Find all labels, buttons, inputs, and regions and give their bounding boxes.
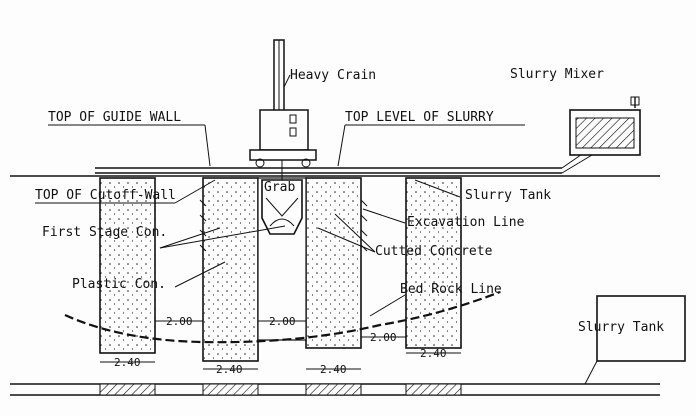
dimension-label: 2.40 [216,363,243,376]
bed-rock-line [64,290,501,344]
slurry-tank-upper-label: Slurry Tank [465,188,551,203]
panel-3 [305,177,362,349]
bottom-reference [10,383,660,396]
leader-lines [35,74,525,317]
plastic-con-label: Plastic Con. [72,277,166,292]
dimension-label: 2.00 [269,315,296,328]
cutted-concrete-label: Cutted Concrete [375,244,493,259]
excavation-hatch [199,199,368,252]
grab-label: Grab [264,180,295,195]
dimension-label: 2.40 [320,363,347,376]
dimension-lines [100,320,461,370]
heavy-crane [249,39,317,180]
top-level-slurry-label: TOP LEVEL OF SLURRY [345,110,494,125]
panel-2 [202,177,259,362]
dimension-label: 2.40 [420,347,447,360]
panel-4 [405,177,462,349]
slurry-tank-lower-label: Slurry Tank [578,320,664,335]
dimension-label: 2.00 [166,315,193,328]
top-cutoff-wall-label: TOP OF Cutoff-Wall [35,188,176,203]
lower-slurry-tank [596,295,686,362]
slurry-mixer [569,96,641,156]
ground-lines [10,149,660,177]
first-stage-con-label: First Stage Con. [42,225,167,240]
heavy-crain-label: Heavy Crain [290,68,376,83]
excavation-line-label: Excavation Line [407,215,525,230]
panel-1 [99,177,156,354]
top-guide-wall-label: TOP OF GUIDE WALL [48,110,181,125]
slurry-mixer-label: Slurry Mixer [510,67,604,82]
grab-bucket [261,179,303,235]
dimension-label: 2.00 [370,331,397,344]
dimension-label: 2.40 [114,356,141,369]
bed-rock-line-label: Bed Rock Line [400,282,502,297]
